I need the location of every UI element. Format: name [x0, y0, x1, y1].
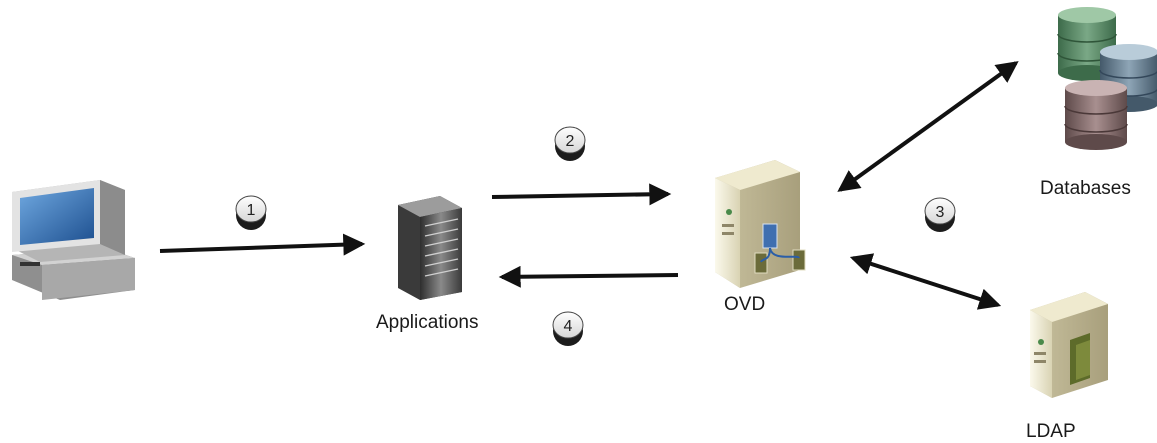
desktop-computer-icon	[12, 180, 135, 300]
arrow-ovd-to-applications	[498, 265, 679, 288]
step-number: 4	[564, 318, 573, 335]
step-number: 3	[936, 204, 945, 221]
databases-icon	[1057, 7, 1157, 150]
arrow-applications-to-ovd	[491, 183, 672, 206]
step-number: 2	[566, 133, 575, 150]
databases-label: Databases	[1040, 178, 1131, 199]
arrow-ovd-ldap	[849, 253, 1002, 310]
step-marker-3: 3	[924, 197, 956, 232]
database-cylinder-mauve	[1064, 80, 1128, 150]
step-marker-4: 4	[552, 311, 584, 346]
ldap-server-icon	[1030, 292, 1108, 398]
arrow-ovd-databases	[837, 61, 1019, 192]
ldap-label: LDAP	[1026, 421, 1076, 442]
step-marker-2: 2	[554, 126, 586, 161]
arrow-computer-to-applications	[159, 233, 366, 256]
step-number: 1	[247, 202, 256, 219]
applications-server-icon	[398, 196, 462, 300]
step-marker-1: 1	[235, 195, 267, 230]
ovd-label: OVD	[724, 294, 766, 315]
ovd-server-icon	[715, 160, 806, 288]
applications-label: Applications	[376, 312, 479, 333]
